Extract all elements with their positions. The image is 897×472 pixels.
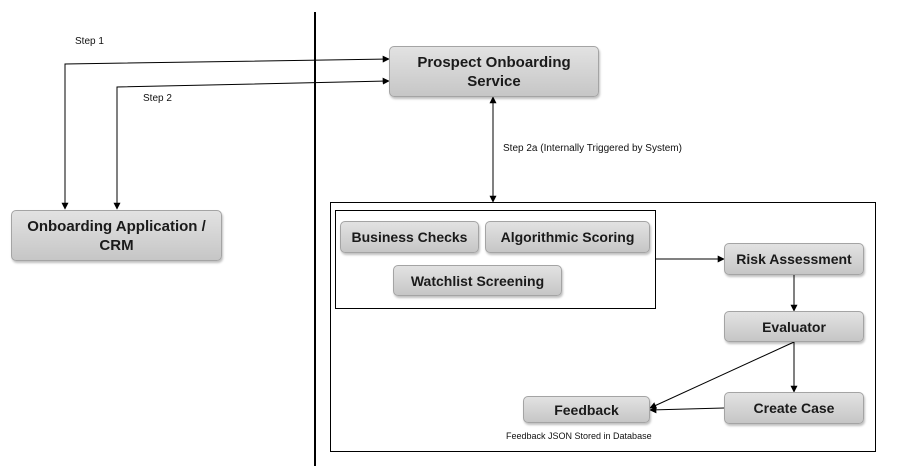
create-case-node: Create Case [724, 392, 864, 424]
step2-label: Step 2 [143, 93, 172, 104]
swimlane-divider [314, 12, 316, 466]
step2a-label: Step 2a (Internally Triggered by System) [503, 143, 682, 154]
evaluator-to-feedback-connector [649, 341, 795, 409]
onboarding-application-crm-node: Onboarding Application / CRM [11, 210, 222, 261]
risk-assessment-node: Risk Assessment [724, 243, 864, 275]
algorithmic-scoring-node: Algorithmic Scoring [485, 221, 650, 253]
step1-connector [61, 55, 390, 210]
step2-connector [113, 77, 390, 210]
watchlist-screening-node: Watchlist Screening [393, 265, 562, 296]
evaluator-node: Evaluator [724, 311, 864, 342]
step1-label: Step 1 [75, 36, 104, 47]
create-case-to-feedback-connector [649, 406, 725, 414]
system-boundary-frame [330, 202, 876, 452]
business-checks-node: Business Checks [340, 221, 479, 253]
checks-group-frame [335, 210, 656, 309]
prospect-onboarding-service-node: Prospect Onboarding Service [389, 46, 599, 97]
feedback-node: Feedback [523, 396, 650, 423]
feedback-note-label: Feedback JSON Stored in Database [506, 431, 652, 441]
